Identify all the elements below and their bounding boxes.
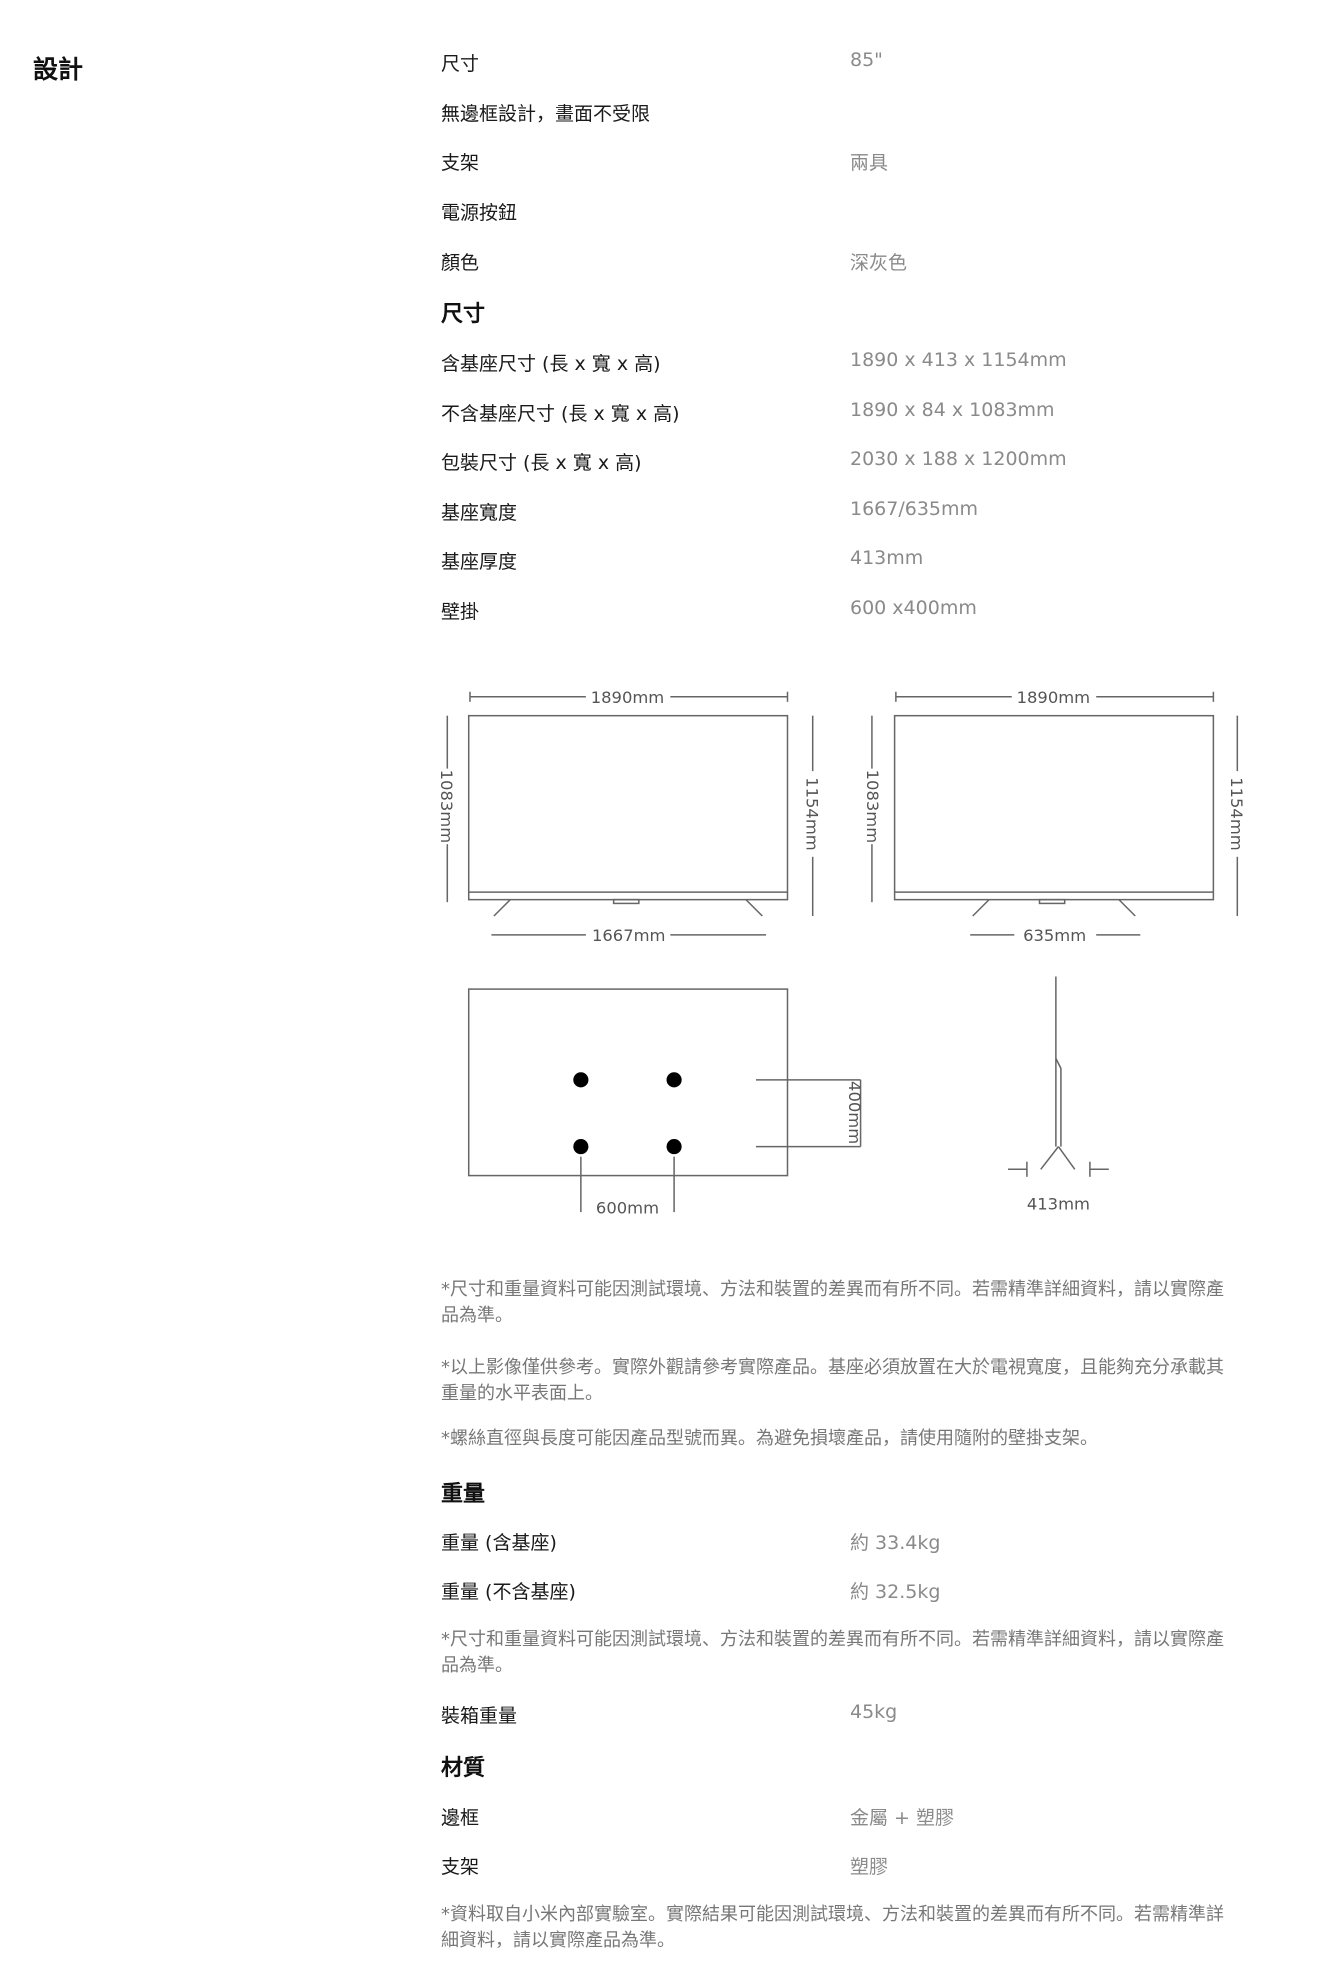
dim-depth: 413mm xyxy=(1027,1195,1090,1214)
spec-value: 塑膠 xyxy=(850,1856,889,1878)
size-heading: 尺寸 xyxy=(441,302,486,327)
dim-width: 1890mm xyxy=(1017,688,1091,707)
weight-heading: 重量 xyxy=(441,1482,486,1507)
spec-value: 45kg xyxy=(850,1701,898,1723)
spec-value: 1890 x 413 x 1154mm xyxy=(850,349,1067,371)
spec-label: 裝箱重量 xyxy=(441,1705,518,1727)
spec-value: 兩具 xyxy=(850,152,889,174)
note: *尺寸和重量資料可能因測試環境、方法和裝置的差異而有所不同。若需精準詳細資料，請… xyxy=(441,1279,1224,1326)
spec-value: 深灰色 xyxy=(850,252,908,274)
note: *螺絲直徑與長度可能因產品型號而異。為避免損壞產品，請使用隨附的壁掛支架。 xyxy=(441,1428,1098,1449)
material-heading: 材質 xyxy=(441,1756,486,1781)
front-view-narrow-stand xyxy=(871,691,1239,936)
spec-value: 600 x400mm xyxy=(850,597,977,619)
spec-value: 金屬 + 塑膠 xyxy=(850,1807,954,1829)
spec-label: 支架 xyxy=(441,152,480,174)
spec-value: 1890 x 84 x 1083mm xyxy=(850,399,1055,421)
dim-vesa-width: 600mm xyxy=(596,1198,659,1217)
spec-label: 邊框 xyxy=(441,1807,480,1829)
front-view-wide-stand xyxy=(446,691,814,936)
spec-value: 413mm xyxy=(850,547,924,569)
spec-label: 不含基座尺寸 (長 x 寬 x 高) xyxy=(441,403,680,425)
spec-value: 約 33.4kg xyxy=(850,1532,941,1554)
spec-label: 顏色 xyxy=(441,252,480,274)
dim-height: 1083mm xyxy=(863,770,882,844)
note: *以上影像僅供參考。實際外觀請參考實際產品。基座必須放置在大於電視寬度，且能夠充… xyxy=(441,1357,1224,1404)
note: *資料取自小米內部實驗室。實際結果可能因測試環境、方法和裝置的差異而有所不同。若… xyxy=(441,1904,1224,1951)
spec-label: 壁掛 xyxy=(441,601,480,623)
spec-value: 85" xyxy=(850,49,883,71)
spec-label: 重量 (含基座) xyxy=(441,1532,557,1554)
spec-label: 無邊框設計，畫面不受限 xyxy=(441,103,651,125)
dim-width: 1890mm xyxy=(591,688,665,707)
spec-value: 1667/635mm xyxy=(850,498,979,520)
spec-label: 包裝尺寸 (長 x 寬 x 高) xyxy=(441,452,642,474)
spec-label: 基座厚度 xyxy=(441,551,518,573)
spec-label: 重量 (不含基座) xyxy=(441,1581,576,1603)
dim-stand-width: 635mm xyxy=(1023,926,1086,945)
dim-stand-width: 1667mm xyxy=(592,926,666,945)
spec-label: 含基座尺寸 (長 x 寬 x 高) xyxy=(441,353,661,375)
spec-value: 2030 x 188 x 1200mm xyxy=(850,448,1067,470)
dim-height: 1154mm xyxy=(802,777,821,851)
wall-mount-view xyxy=(467,988,862,1213)
side-view xyxy=(1007,976,1109,1177)
spec-label: 基座寬度 xyxy=(441,502,518,524)
dim-vesa-height: 400mm xyxy=(845,1081,864,1144)
note: *尺寸和重量資料可能因測試環境、方法和裝置的差異而有所不同。若需精準詳細資料，請… xyxy=(441,1629,1224,1676)
spec-value: 約 32.5kg xyxy=(850,1581,941,1603)
dim-height: 1154mm xyxy=(1227,777,1246,851)
spec-label: 支架 xyxy=(441,1856,480,1878)
dim-height: 1083mm xyxy=(437,770,456,844)
spec-label: 尺寸 xyxy=(441,53,480,75)
section-title: 設計 xyxy=(33,55,84,84)
spec-label: 電源按鈕 xyxy=(441,202,518,224)
